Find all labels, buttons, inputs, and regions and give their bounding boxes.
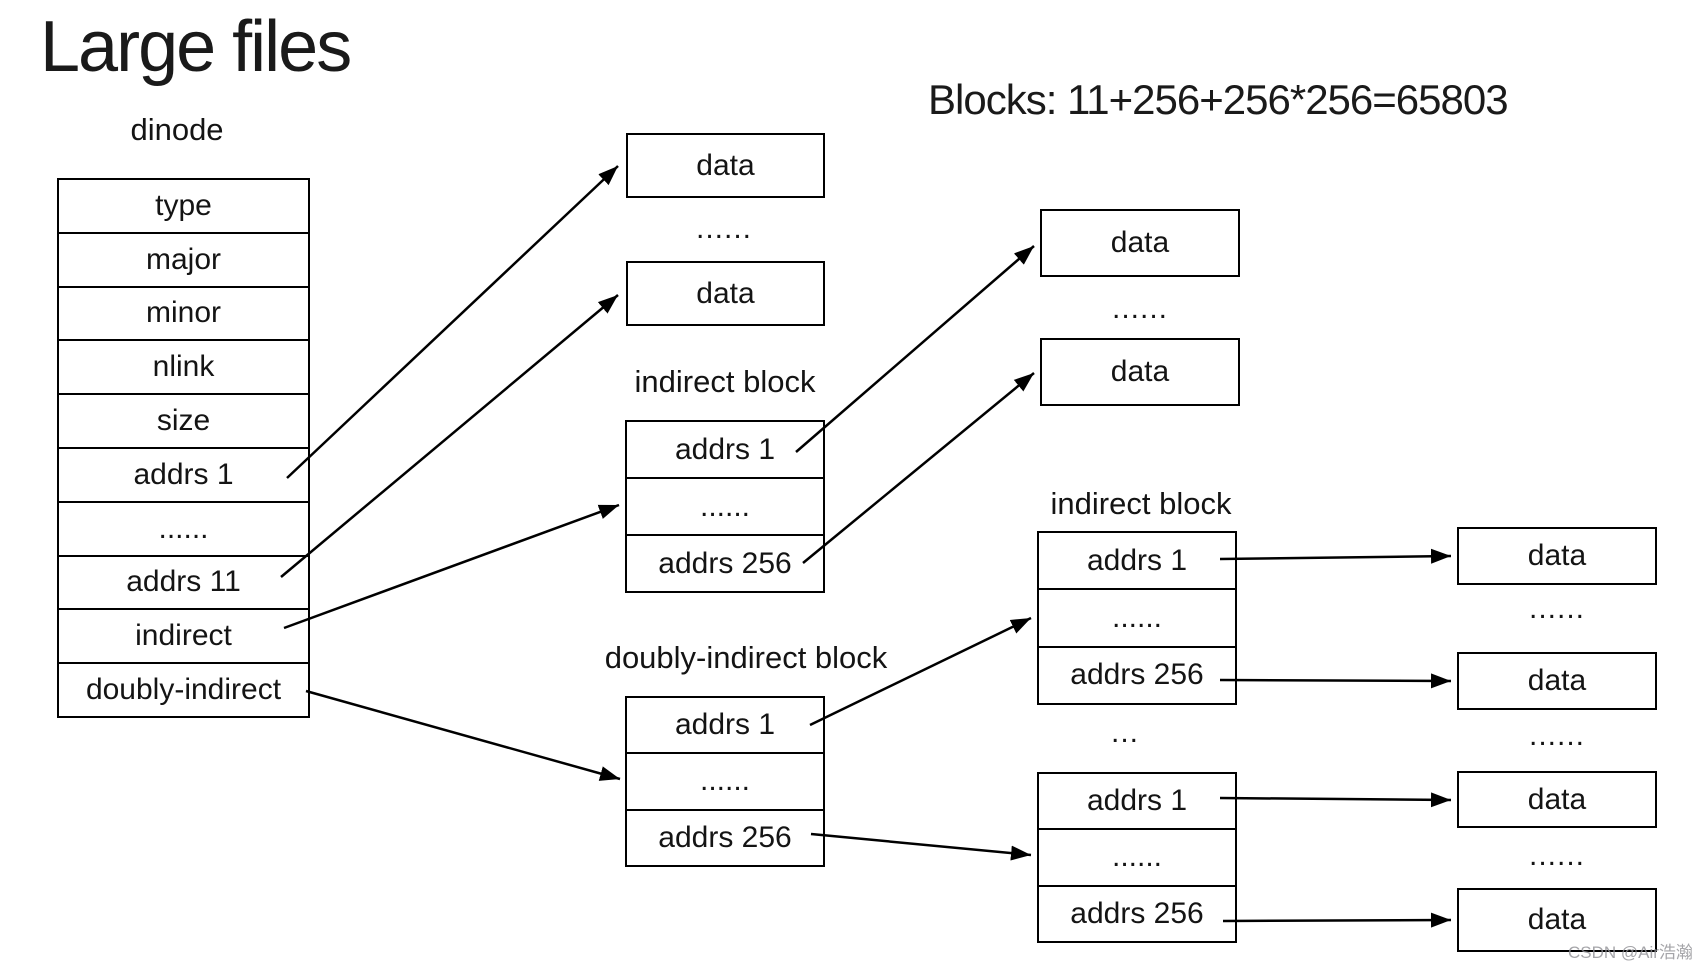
dinode-cell-doubly-indirect: doubly-indirect: [59, 662, 308, 716]
arrow-doubly-to-doubly-block: [305, 689, 621, 781]
leaf-data-block-2: data: [1457, 652, 1657, 710]
indirect-block-table: addrs 1 ...... addrs 256: [625, 420, 825, 593]
doubly-indirect-block-table: addrs 1 ...... addrs 256: [625, 696, 825, 867]
doubly-cell-addrs256: addrs 256: [627, 808, 823, 865]
dinode-cell-minor: minor: [59, 285, 308, 340]
level2-t2-cell-ellipsis: ......: [1039, 828, 1235, 884]
doubly-indirect-block-label: doubly-indirect block: [604, 640, 888, 675]
dinode-cell-indirect: indirect: [59, 608, 308, 662]
indirect-block-label: indirect block: [634, 364, 816, 399]
dinode-label: dinode: [130, 112, 224, 147]
arrow-l2t2-addrs1-to-leaf3: [1219, 792, 1452, 808]
dinode-cell-ellipsis: ......: [59, 500, 308, 555]
indirect-cell-ellipsis: ......: [627, 477, 823, 534]
arrow-l2t1-addrs256-to-leaf2: [1219, 673, 1452, 689]
arrow-addrs1-to-data1: [286, 165, 619, 479]
level2-indirect-table-1: addrs 1 ...... addrs 256: [1037, 531, 1237, 705]
leaf-ellipsis-1: ......: [1528, 592, 1585, 625]
dinode-cell-addrs11: addrs 11: [59, 554, 308, 609]
dinode-cell-type: type: [155, 188, 212, 222]
level2-t1-cell-addrs1: addrs 1: [1086, 543, 1188, 577]
level2-indirect-label: indirect block: [1050, 486, 1232, 521]
direct-data-block-1: data: [626, 133, 825, 198]
leaf-ellipsis-2: ......: [1528, 719, 1585, 752]
arrow-l2t2-addrs256-to-leaf4: [1222, 912, 1452, 928]
level2-t2-cell-addrs1: addrs 1: [1086, 784, 1188, 818]
level2-data-block-2: data: [1040, 338, 1240, 406]
level2-data-block-1: data: [1040, 209, 1240, 277]
arrow-addrs11-to-data2: [280, 294, 619, 578]
arrow-indirect-to-indirect-block: [283, 503, 620, 630]
doubly-cell-ellipsis: ......: [627, 752, 823, 808]
leaf-data-block-1: data: [1457, 527, 1657, 585]
dinode-cell-size: size: [59, 393, 308, 447]
level2-between-ellipsis: ...: [1110, 716, 1139, 749]
arrow-ind-addrs1-to-data: [795, 245, 1035, 453]
page-title: Large files: [40, 7, 352, 87]
dinode-cell-major: major: [59, 231, 308, 286]
leaf-data-block-3: data: [1457, 771, 1657, 828]
leaf-data-block-4: data: [1457, 888, 1657, 952]
arrow-doubly-addrs256-to-indirect2: [810, 832, 1032, 861]
dinode-cell-nlink: nlink: [59, 339, 308, 393]
indirect-cell-addrs1: addrs 1: [674, 432, 776, 466]
direct-data-ellipsis: ......: [695, 212, 752, 245]
arrow-l2t1-addrs1-to-leaf1: [1219, 548, 1452, 564]
level2-t1-cell-ellipsis: ......: [1039, 588, 1235, 645]
doubly-cell-addrs1: addrs 1: [674, 708, 776, 742]
direct-data-block-2: data: [626, 261, 825, 326]
watermark: CSDN @Air浩瀚: [1568, 943, 1692, 962]
dinode-table: type major minor nlink size addrs 1 ....…: [57, 178, 310, 718]
indirect-cell-addrs256: addrs 256: [627, 534, 823, 591]
dinode-cell-addrs1: addrs 1: [59, 446, 308, 501]
leaf-ellipsis-3: ......: [1528, 839, 1585, 872]
level2-indirect-table-2: addrs 1 ...... addrs 256: [1037, 772, 1237, 943]
level2-t2-cell-addrs256: addrs 256: [1039, 884, 1235, 941]
arrow-ind-addrs256-to-data: [802, 372, 1035, 564]
blocks-formula: Blocks: 11+256+256*256=65803: [928, 76, 1509, 123]
level2-data-ellipsis: ......: [1111, 292, 1168, 325]
level2-t1-cell-addrs256: addrs 256: [1039, 645, 1235, 703]
